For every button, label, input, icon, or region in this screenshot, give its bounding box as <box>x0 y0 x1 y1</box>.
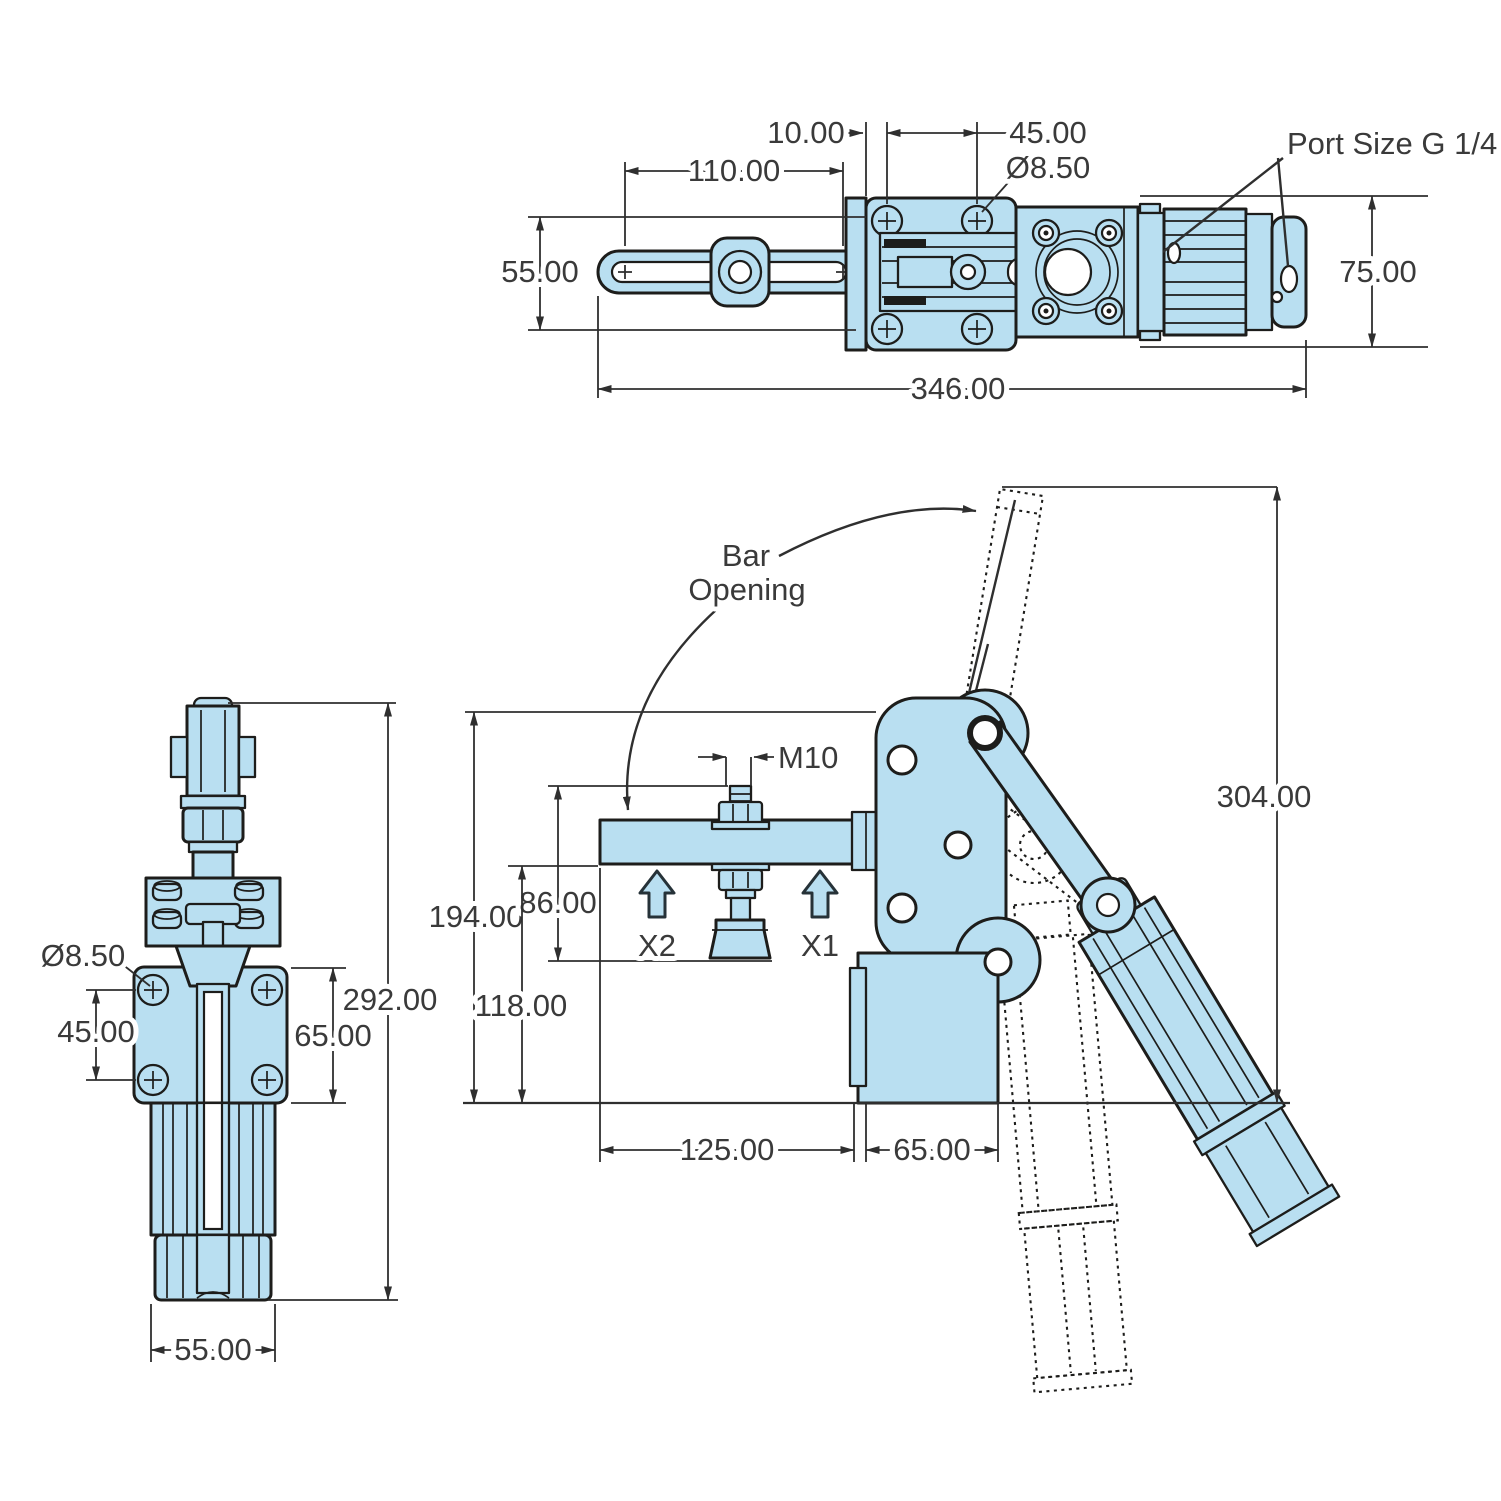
link-hole <box>943 830 973 860</box>
dim-10: 10.00 <box>767 115 845 150</box>
dim-125: 125.00 <box>680 1132 775 1167</box>
dim-65-side: 65.00 <box>294 1018 372 1053</box>
bar-open-ghost <box>961 487 1045 724</box>
screw-icon <box>960 312 994 346</box>
socket-screw-icon <box>1031 296 1061 326</box>
bar-pivot-hole <box>967 715 1003 751</box>
port-hole-end <box>1279 264 1299 294</box>
screw-icon <box>136 1063 170 1097</box>
arm-nut-hole <box>727 259 753 285</box>
screw-icon <box>250 1063 284 1097</box>
top-view-dimensions: 110.00 10.00 45.00 Ø8.50 55.00 75.00 346… <box>496 110 1501 411</box>
top-view-part <box>596 196 1308 352</box>
slot-center-marks <box>618 265 850 279</box>
dim-86: 86.00 <box>519 885 597 920</box>
dim-dia85-side: Ø8.50 <box>41 938 125 973</box>
bracket-strip <box>848 966 868 1088</box>
toggle-block-top <box>878 231 1032 313</box>
taper-neck <box>174 944 252 988</box>
force-arrow-x2-icon <box>638 869 676 919</box>
dim-346: 346.00 <box>911 371 1006 406</box>
pivot-hole <box>886 744 918 776</box>
dim-65-front: 65.00 <box>893 1132 971 1167</box>
screw-icon <box>960 204 994 238</box>
dim-292: 292.00 <box>343 982 438 1017</box>
side-view-dimensions: 292.00 Ø8.50 45.00 65.00 55.00 <box>36 702 442 1372</box>
dim-m10: M10 <box>778 740 838 775</box>
spindle-nut-side <box>181 806 245 844</box>
socket-screw-icon <box>1094 218 1124 248</box>
side-view: 292.00 Ø8.50 45.00 65.00 55.00 <box>36 696 442 1372</box>
port-size-label: Port Size G 1/4 <box>1287 126 1497 161</box>
dim-dia85-top: Ø8.50 <box>1006 150 1090 185</box>
cylinder-side <box>149 1101 277 1302</box>
screw-icon <box>250 973 284 1007</box>
pivot-hole-lower <box>886 892 918 924</box>
dim-45: 45.00 <box>1009 115 1087 150</box>
cylinder-open-ghost <box>997 899 1134 1394</box>
screw-icon <box>870 204 904 238</box>
dim-110: 110.00 <box>688 153 781 188</box>
spindle-assembly <box>708 784 772 960</box>
front-view: 304.00 194.00 86.00 118.00 125.00 65.00 … <box>424 486 1341 1394</box>
bar-opening-label-2: Opening <box>688 572 805 607</box>
cylinder-body-top <box>1136 202 1308 342</box>
dim-55-side: 55.00 <box>174 1332 252 1367</box>
screw-icon <box>870 312 904 346</box>
block-bosses <box>151 880 265 930</box>
arm-side <box>185 704 241 798</box>
bracket-edge <box>844 196 868 352</box>
dim-75: 75.00 <box>1339 254 1417 289</box>
front-view-dimensions: 304.00 194.00 86.00 118.00 125.00 65.00 … <box>424 486 1316 1172</box>
force-arrow-x1-icon <box>801 869 839 919</box>
plate-screws-top <box>870 204 994 346</box>
dim-304: 304.00 <box>1217 779 1312 814</box>
top-view: 110.00 10.00 45.00 Ø8.50 55.00 75.00 346… <box>496 110 1501 411</box>
cylinder-flange-top <box>1014 205 1140 339</box>
dim-45-side: 45.00 <box>57 1014 135 1049</box>
boss-hole <box>983 947 1013 977</box>
socket-screw-icon <box>1094 296 1124 326</box>
socket-screw-icon <box>1031 218 1061 248</box>
dim-194: 194.00 <box>429 899 524 934</box>
dim-55-top: 55.00 <box>501 254 579 289</box>
label-x1: X1 <box>801 928 839 963</box>
dim-118: 118.00 <box>475 988 568 1023</box>
side-view-part <box>132 696 289 1302</box>
front-view-part <box>598 688 1341 1248</box>
body-column <box>856 951 1000 1105</box>
label-x2: X2 <box>638 928 676 963</box>
bar-opening-label-1: Bar <box>722 538 770 573</box>
clamp-foot <box>708 918 772 960</box>
plate-screws-side <box>136 973 284 1097</box>
